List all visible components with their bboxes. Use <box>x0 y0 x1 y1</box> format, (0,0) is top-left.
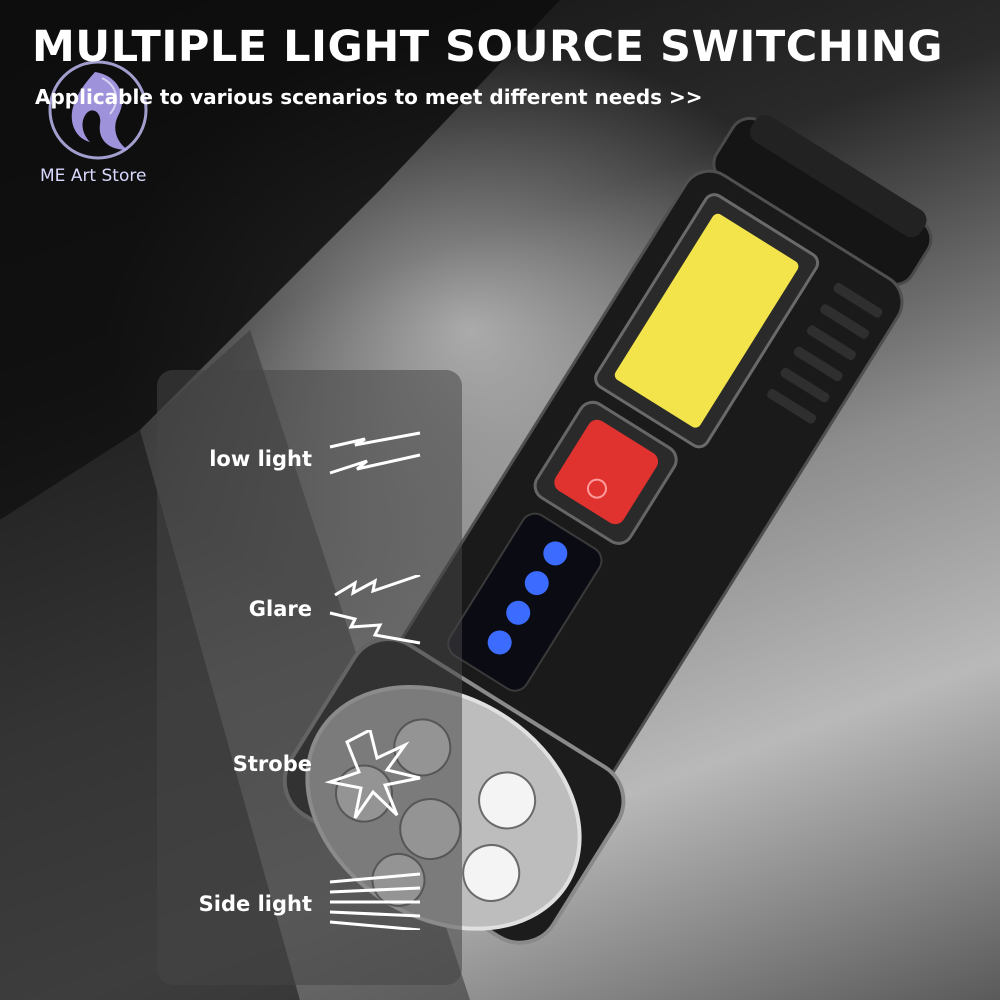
zigzag-lightning-icon <box>329 575 421 645</box>
mode-strobe: Strobe <box>157 730 462 819</box>
mode-label: Glare <box>248 597 312 621</box>
starburst-flash-icon <box>325 730 421 819</box>
cob-light <box>614 213 799 428</box>
lady-silhouette-icon <box>48 60 148 160</box>
mode-glare: Glare <box>157 575 462 645</box>
store-logo: ME Art Store <box>40 58 160 188</box>
parallel-rays-icon <box>329 872 421 930</box>
store-name: ME Art Store <box>40 166 147 186</box>
light-modes-panel: low light Glare Strobe Side light <box>157 370 462 985</box>
two-lightning-lines-icon <box>329 431 421 475</box>
mode-label: low light <box>209 447 312 471</box>
mode-label: Strobe <box>232 752 312 776</box>
subheadline: Applicable to various scenarios to meet … <box>35 85 703 109</box>
battery-led <box>506 600 531 625</box>
battery-led <box>524 571 549 596</box>
mode-low-light: low light <box>157 425 462 495</box>
headline: MULTIPLE LIGHT SOURCE SWITCHING <box>32 22 944 72</box>
switch-button <box>554 419 659 525</box>
mode-side-light: Side light <box>157 870 462 940</box>
battery-led <box>487 630 512 655</box>
battery-led <box>543 541 568 566</box>
mode-label: Side light <box>198 892 312 916</box>
